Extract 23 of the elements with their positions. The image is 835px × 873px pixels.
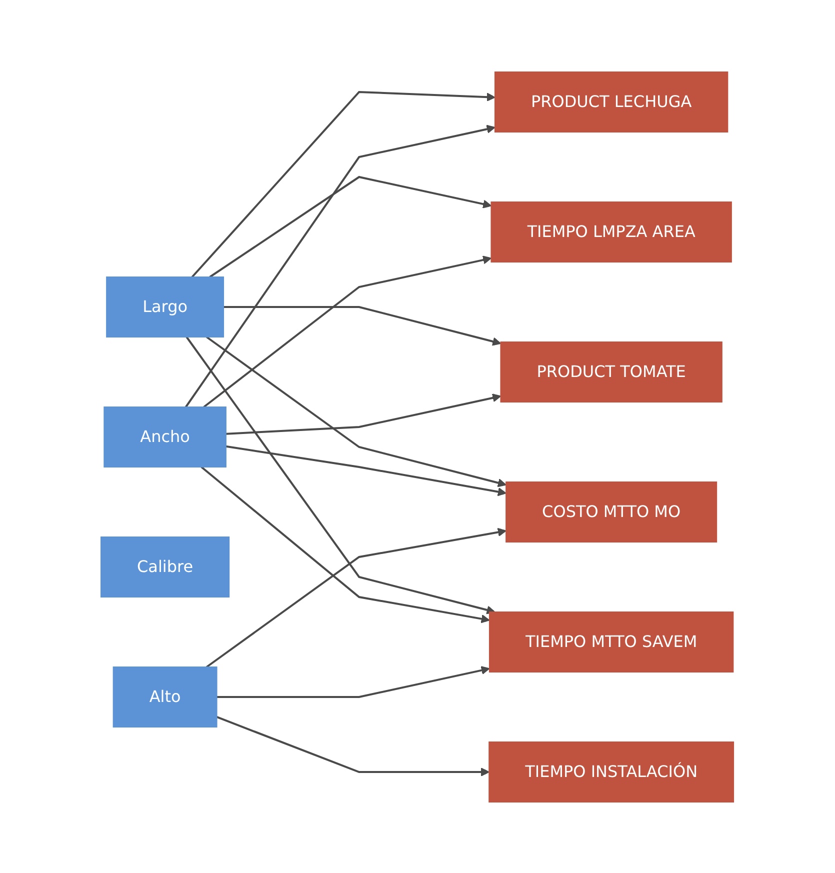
arrow [206, 336, 507, 487]
arrow [201, 466, 490, 623]
arrow [186, 336, 496, 614]
node-box: TIEMPO LMPZA AREA [490, 201, 732, 262]
node-box: Largo [106, 276, 224, 337]
arrow [226, 393, 502, 434]
arrow [192, 90, 496, 278]
arrow [185, 124, 496, 408]
node-box: PRODUCT LECHUGA [494, 71, 728, 132]
node-box: Ancho [104, 406, 227, 467]
arrow [226, 444, 507, 496]
node-box: PRODUCT TOMATE [500, 341, 723, 402]
arrow [216, 716, 490, 776]
node-box: TIEMPO MTTO SAVEM [489, 611, 734, 672]
arrow [209, 175, 492, 278]
node-box: Alto [113, 666, 218, 727]
arrow [217, 665, 490, 698]
arrow [203, 255, 492, 408]
node-box: TIEMPO INSTALACIÓN [488, 741, 734, 802]
node-box: COSTO MTTO MO [506, 481, 718, 542]
node-box: Calibre [100, 536, 230, 597]
arrow [206, 527, 507, 668]
arrow [224, 306, 502, 346]
